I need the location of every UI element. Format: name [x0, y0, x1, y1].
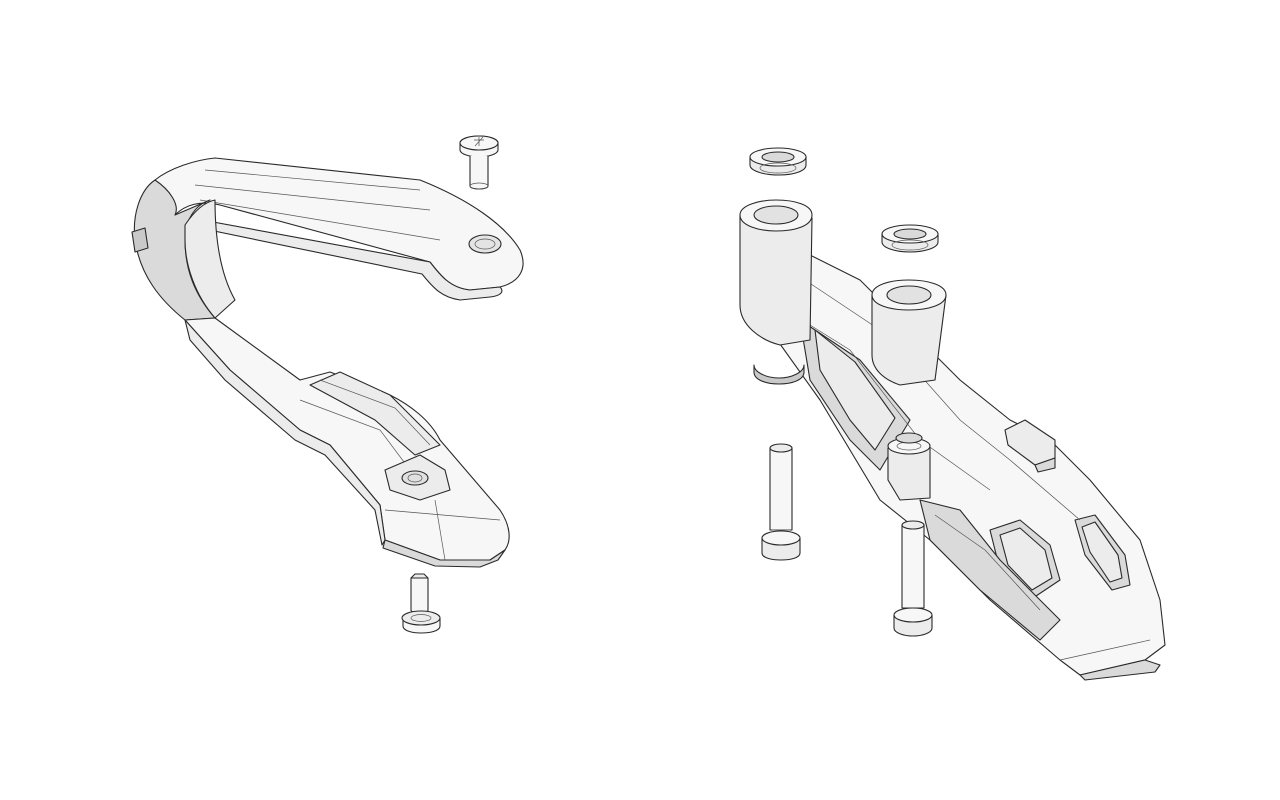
slider-lower-bolt	[401, 573, 441, 634]
guide-top-washer-left	[749, 147, 807, 176]
slider-upper-bolt	[459, 135, 499, 190]
chain-guide	[739, 199, 1166, 681]
guide-bolt-left	[761, 443, 801, 561]
guide-bolt-right	[893, 520, 933, 637]
chain-slider	[131, 157, 524, 568]
guide-top-washer-right	[881, 224, 939, 253]
